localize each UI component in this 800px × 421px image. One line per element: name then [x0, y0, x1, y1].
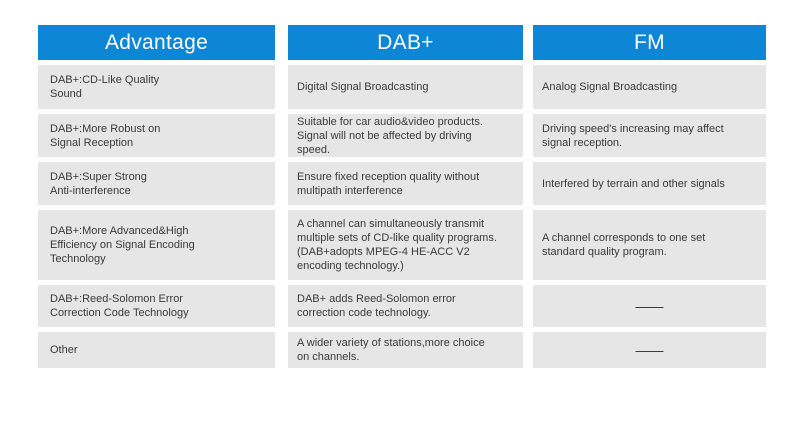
dab-cell-channel-programs: A channel can simultaneously transmit mu… — [288, 210, 523, 280]
advantage-cell-robust: DAB+:More Robust on Signal Reception — [38, 114, 275, 157]
advantage-cell-cd-quality: DAB+:CD-Like Quality Sound — [38, 65, 275, 109]
fm-cell-one-program: A channel corresponds to one set standar… — [533, 210, 766, 280]
fm-cell-terrain: Interfered by terrain and other signals — [533, 162, 766, 205]
column-header-fm: FM — [533, 25, 766, 60]
dab-cell-reed-solomon: DAB+ adds Reed-Solomon error correction … — [288, 285, 523, 327]
column-header-advantage: Advantage — [38, 25, 275, 60]
fm-cell-driving-speed: Driving speed's increasing may affect si… — [533, 114, 766, 157]
column-fm: FM Analog Signal Broadcasting Driving sp… — [533, 25, 766, 368]
dab-cell-digital-broadcasting: Digital Signal Broadcasting — [288, 65, 523, 109]
advantage-cell-encoding: DAB+:More Advanced&High Efficiency on Si… — [38, 210, 275, 280]
fm-cell-dash-1: —— — [533, 285, 766, 327]
dab-cell-multipath: Ensure fixed reception quality without m… — [288, 162, 523, 205]
fm-cell-dash-2: —— — [533, 332, 766, 368]
advantage-cell-reed-solomon: DAB+:Reed-Solomon Error Correction Code … — [38, 285, 275, 327]
advantage-cell-anti-interference: DAB+:Super Strong Anti-interference — [38, 162, 275, 205]
fm-cell-analog-broadcasting: Analog Signal Broadcasting — [533, 65, 766, 109]
dab-cell-station-variety: A wider variety of stations,more choice … — [288, 332, 523, 368]
comparison-table: Advantage DAB+:CD-Like Quality Sound DAB… — [38, 25, 766, 368]
column-advantage: Advantage DAB+:CD-Like Quality Sound DAB… — [38, 25, 275, 368]
column-dab: DAB+ Digital Signal Broadcasting Suitabl… — [288, 25, 523, 368]
dab-cell-driving-speed: Suitable for car audio&video products. S… — [288, 114, 523, 157]
advantage-cell-other: Other — [38, 332, 275, 368]
column-header-dab: DAB+ — [288, 25, 523, 60]
